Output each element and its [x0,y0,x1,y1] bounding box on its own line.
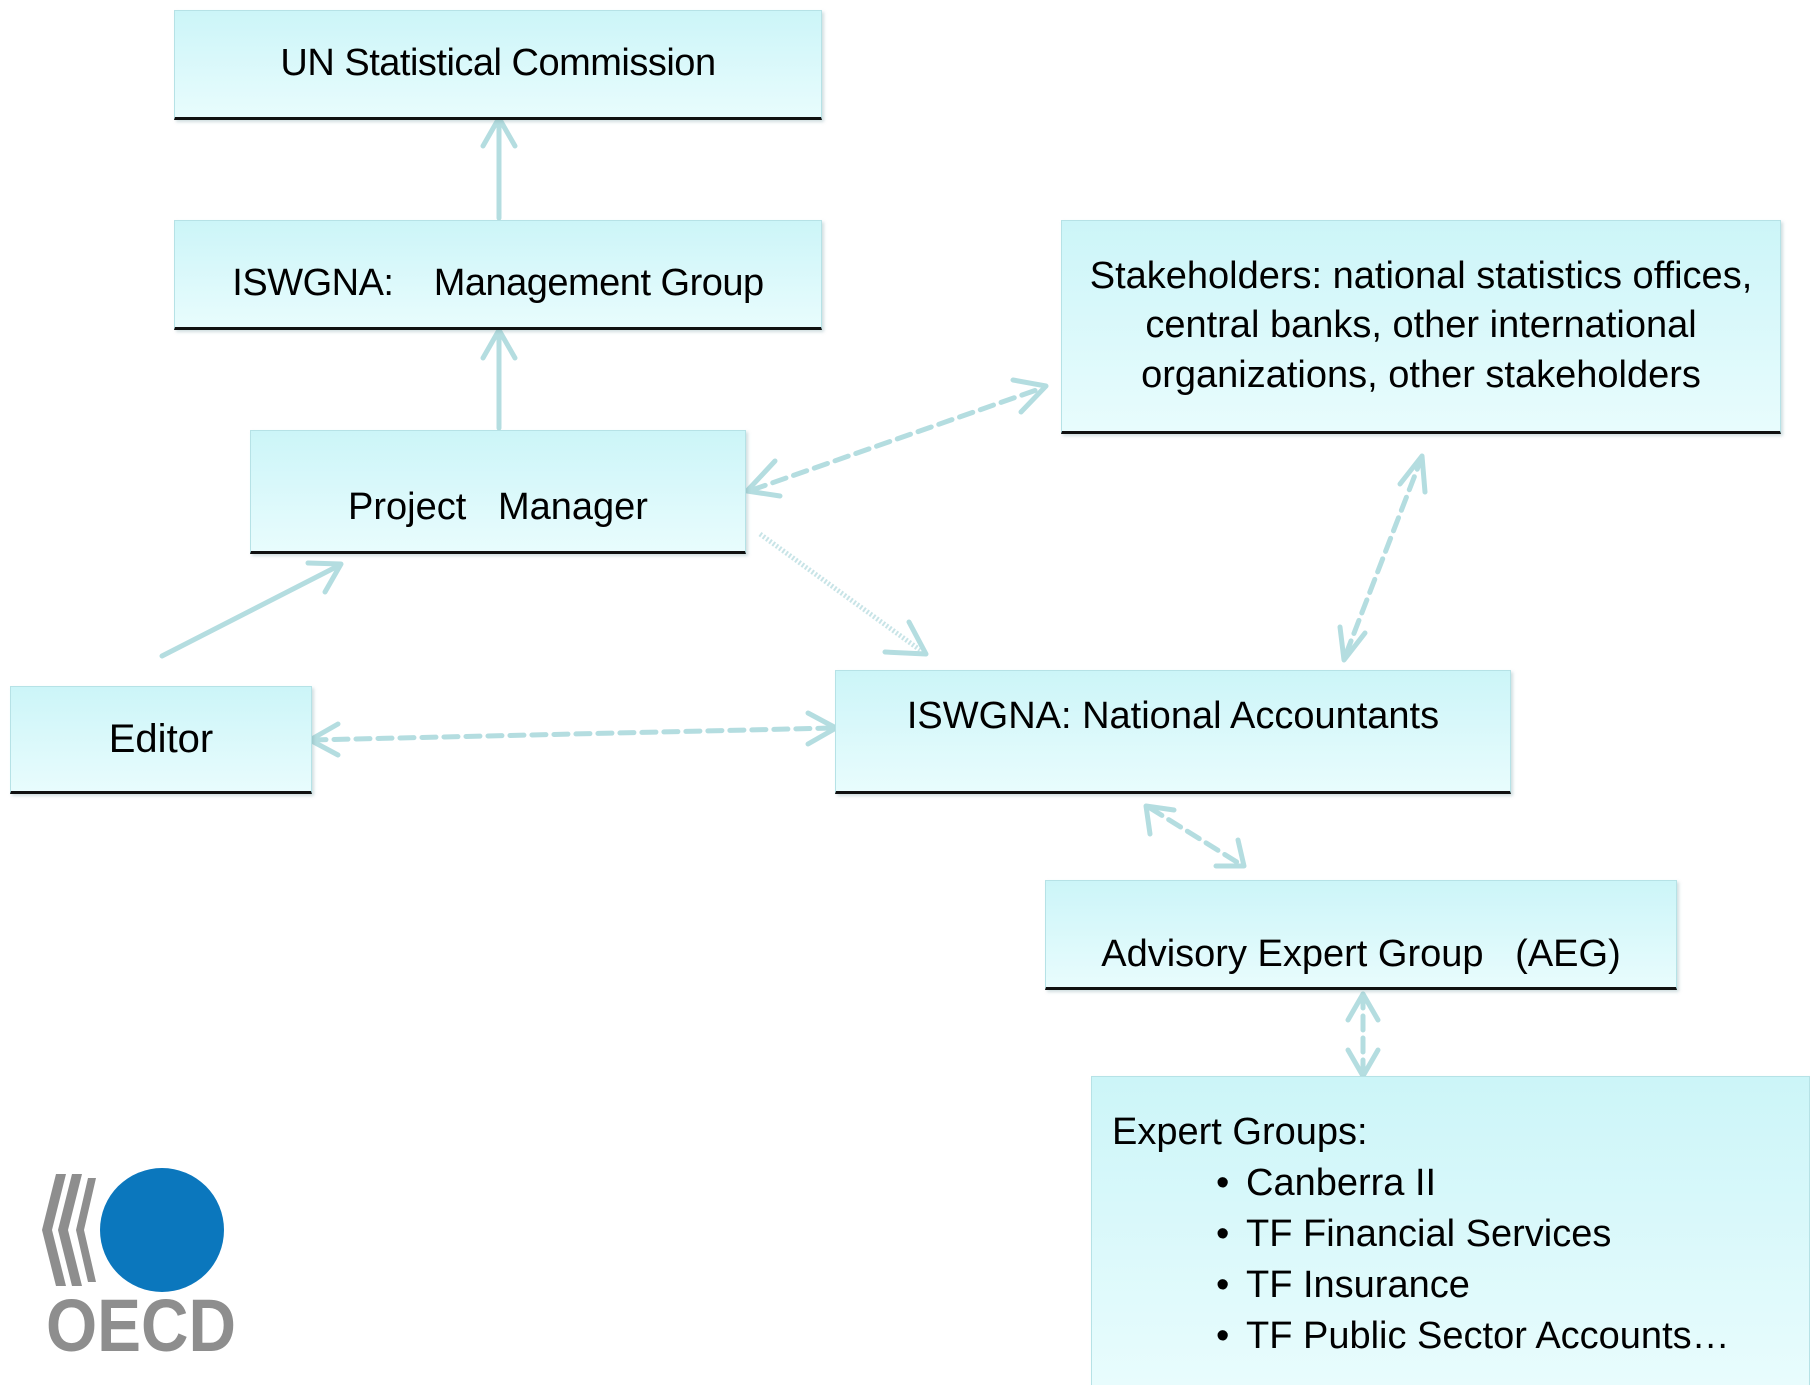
node-stakeholders: Stakeholders: national statistics office… [1061,220,1781,434]
node-label: ISWGNA: National Accountants [906,695,1440,738]
expert-group-item: TF Public Sector Accounts… [1112,1311,1730,1362]
expert-groups-list: Canberra II TF Financial Services TF Ins… [1112,1158,1730,1362]
node-label: ISWGNA: Management Group [232,262,764,305]
node-label: UN Statistical Commission [280,42,716,85]
node-label: Advisory Expert Group (AEG) [1101,933,1621,976]
oecd-logo-marks [42,1174,96,1286]
node-label: Project Manager [348,486,648,529]
edge-editor-national [307,710,839,758]
oecd-logo-circle [100,1168,224,1292]
expert-group-item: Canberra II [1112,1158,1730,1209]
edge-national-stakeholders [1337,453,1428,663]
node-management-group: ISWGNA: Management Group [174,220,822,330]
expert-group-item: TF Financial Services [1112,1209,1730,1260]
node-iswgna-national-accountants: ISWGNA: National Accountants [835,670,1511,794]
oecd-logo: OECD [42,1168,236,1358]
node-editor: Editor [10,686,312,794]
node-label: Stakeholders: national statistics office… [1089,254,1753,396]
edge-pm-stakeholders [744,377,1049,499]
node-label: Editor [108,717,214,761]
expert-group-item: TF Insurance [1112,1260,1730,1311]
edge-pm-to-management [480,327,518,431]
node-advisory-expert-group: Advisory Expert Group (AEG) [1045,880,1677,990]
node-expert-groups: Expert Groups: Canberra II TF Financial … [1091,1076,1810,1385]
oecd-logo-text: OECD [46,1284,236,1358]
node-project-manager: Project Manager [250,430,746,554]
expert-groups-title: Expert Groups: [1112,1111,1368,1153]
edge-editor-to-pm [159,560,344,659]
node-un-statistical-commission: UN Statistical Commission [174,10,822,120]
edge-national-aeg [1143,803,1247,869]
expert-groups-content: Expert Groups: Canberra II TF Financial … [1112,1107,1730,1362]
edge-aeg-expert [1345,991,1381,1079]
edge-management-to-un [480,115,518,221]
edge-pm-to-national [758,531,929,657]
